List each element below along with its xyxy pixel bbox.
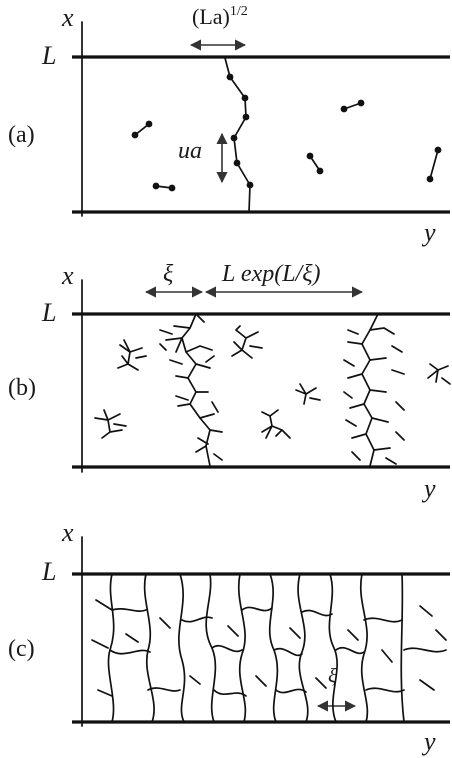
- panel-a-width-exponent: 1/2: [230, 4, 248, 19]
- panel-a-width-label: (La): [192, 4, 230, 29]
- panel-b-cluster: [261, 409, 291, 439]
- panel-c-xi-label: ξ: [328, 665, 337, 687]
- panel-b-spanning-cluster: [343, 313, 405, 467]
- panel-b-spanning-cluster: [159, 313, 223, 467]
- panel-a-dimer: [306, 152, 324, 175]
- panel-b-cluster: [94, 409, 127, 439]
- panel-a-chain-nodes: [226, 73, 254, 189]
- panel-a-x-axis-label: x: [61, 3, 74, 32]
- panel-b-range-label: L exp(L/ξ): [221, 261, 321, 287]
- panel-b-y-axis-label: y: [421, 474, 436, 503]
- panel-a-label: (a): [8, 122, 35, 148]
- panel-c: x L y (c) ξ: [8, 518, 450, 756]
- panel-a-height-label: ua: [178, 138, 202, 164]
- panel-a-top-label: L: [41, 41, 56, 70]
- panel-c-label: (c): [8, 636, 35, 662]
- panel-b-x-axis-label: x: [61, 261, 74, 290]
- panel-b-cluster: [231, 325, 263, 359]
- panel-b-label: (b): [8, 375, 36, 401]
- panel-b-top-label: L: [41, 298, 56, 327]
- panel-c-y-axis-label: y: [421, 727, 436, 756]
- panel-a-spanning-chain: [224, 57, 251, 213]
- panel-c-x-axis-label: x: [61, 518, 74, 547]
- panel-b-xi-label: ξ: [163, 261, 174, 287]
- panel-a-dimer: [152, 182, 176, 192]
- panel-b-cluster: [427, 363, 451, 385]
- panel-a: x L y (a) (La)1/2 ua: [8, 3, 450, 247]
- panel-b-cluster: [295, 383, 321, 405]
- panel-a-dimer: [131, 120, 153, 139]
- panel-a-dimer: [426, 146, 442, 183]
- panel-a-y-axis-label: y: [421, 218, 436, 247]
- panel-a-dimer: [340, 99, 365, 113]
- svg-text:(La)1/2: (La)1/2: [192, 4, 248, 29]
- panel-c-network: [91, 573, 447, 723]
- panel-b: x L y (b) ξ L exp(L/ξ): [8, 261, 451, 503]
- panel-b-cluster: [117, 339, 147, 371]
- panel-c-top-label: L: [41, 557, 56, 586]
